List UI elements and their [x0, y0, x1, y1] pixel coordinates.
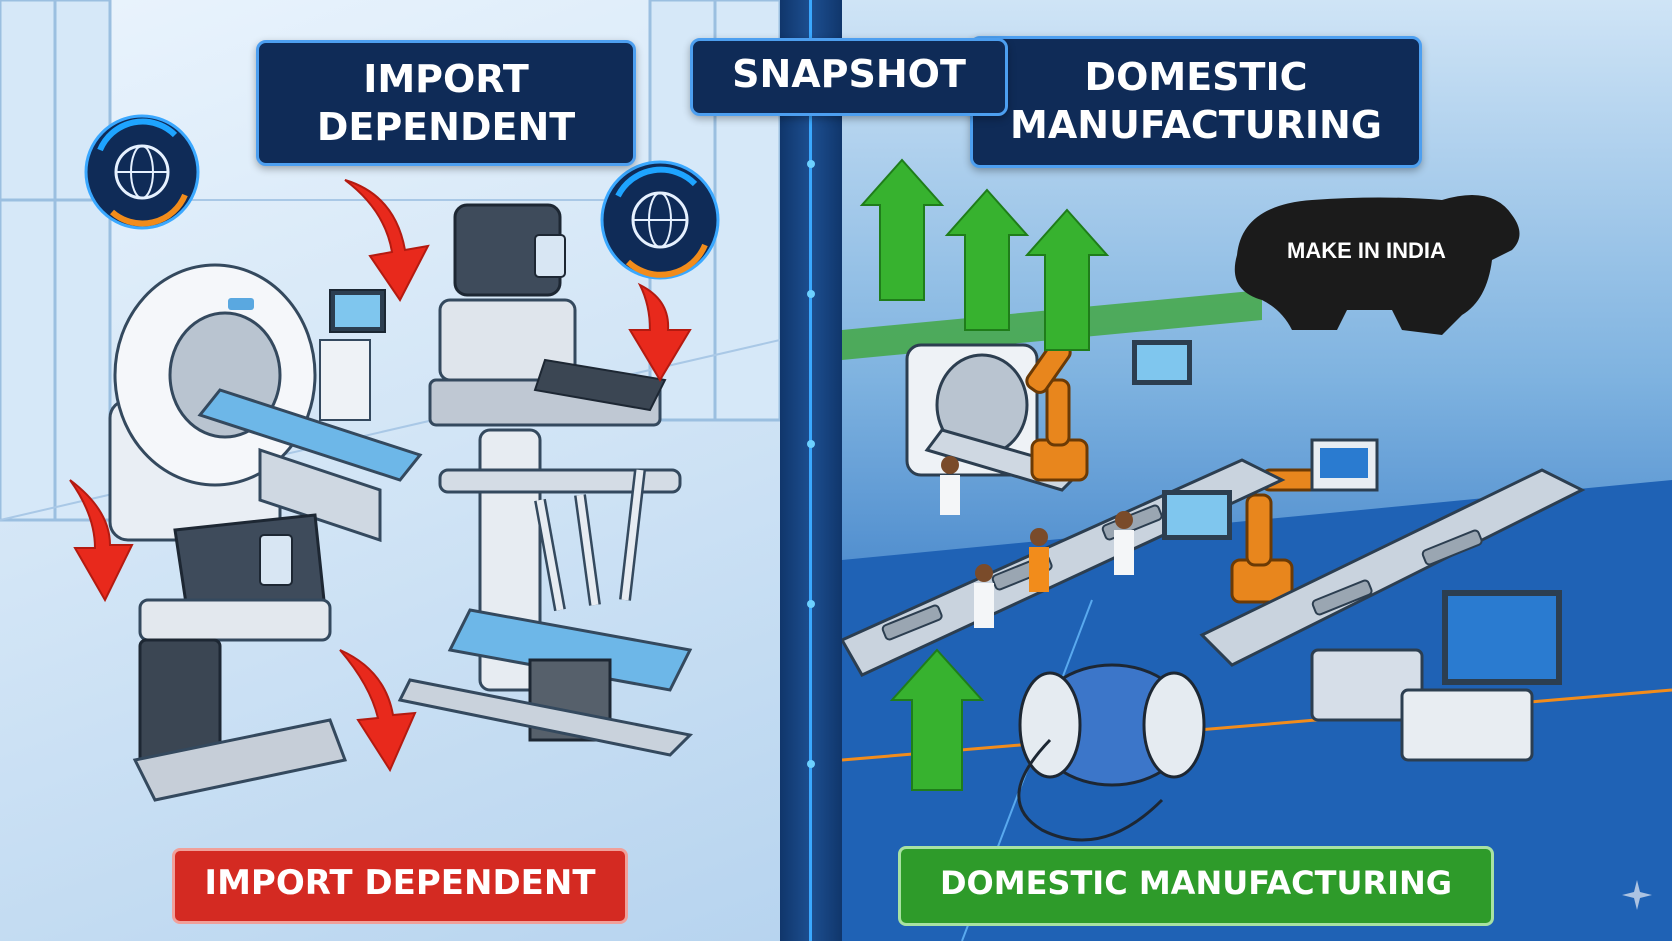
import-dependent-footer-text: IMPORT DEPENDENT — [204, 863, 596, 903]
domestic-manufacturing-title: DOMESTIC MANUFACTURING — [970, 36, 1422, 168]
globe-import-icon-2 — [600, 160, 720, 280]
import-dependent-title-text: IMPORT DEPENDENT — [316, 57, 576, 149]
import-dependent-panel: IMPORT DEPENDENT IMPORT DEPENDENT — [0, 0, 780, 941]
snapshot-title: SNAPSHOT — [690, 38, 1008, 116]
wire-spool — [1017, 663, 1206, 842]
import-dependent-illustration — [0, 0, 780, 802]
robotic-console-top — [428, 203, 667, 427]
surgical-robot — [397, 428, 694, 757]
mri-scanner — [108, 263, 423, 543]
snapshot-title-text: SNAPSHOT — [732, 52, 966, 96]
domestic-manufacturing-title-text: DOMESTIC MANUFACTURING — [1010, 55, 1382, 147]
domestic-manufacturing-illustration: MAKE IN INDIA — [842, 158, 1672, 941]
robotic-console-bottom — [132, 513, 348, 802]
growth-arrows — [859, 158, 1110, 791]
make-in-india-lion-logo: MAKE IN INDIA — [1234, 195, 1520, 335]
import-dependent-footer: IMPORT DEPENDENT — [172, 848, 628, 924]
monitoring-stations — [1132, 340, 1562, 762]
globe-import-icon — [84, 114, 200, 230]
domestic-manufacturing-footer: DOMESTIC MANUFACTURING — [898, 846, 1494, 926]
workers — [940, 456, 1134, 628]
industrial-robot-arms — [1025, 339, 1324, 604]
decline-arrows — [69, 179, 692, 773]
make-in-india-text: MAKE IN INDIA — [1287, 238, 1446, 263]
domestic-manufacturing-panel: MAKE IN INDIA DOMESTIC MANUFACTURING DOM… — [842, 0, 1672, 941]
monitor-cart — [319, 289, 386, 421]
sparkle-icon — [1622, 880, 1652, 910]
import-dependent-title: IMPORT DEPENDENT — [256, 40, 636, 166]
domestic-manufacturing-footer-text: DOMESTIC MANUFACTURING — [939, 864, 1453, 902]
center-divider — [780, 0, 842, 941]
